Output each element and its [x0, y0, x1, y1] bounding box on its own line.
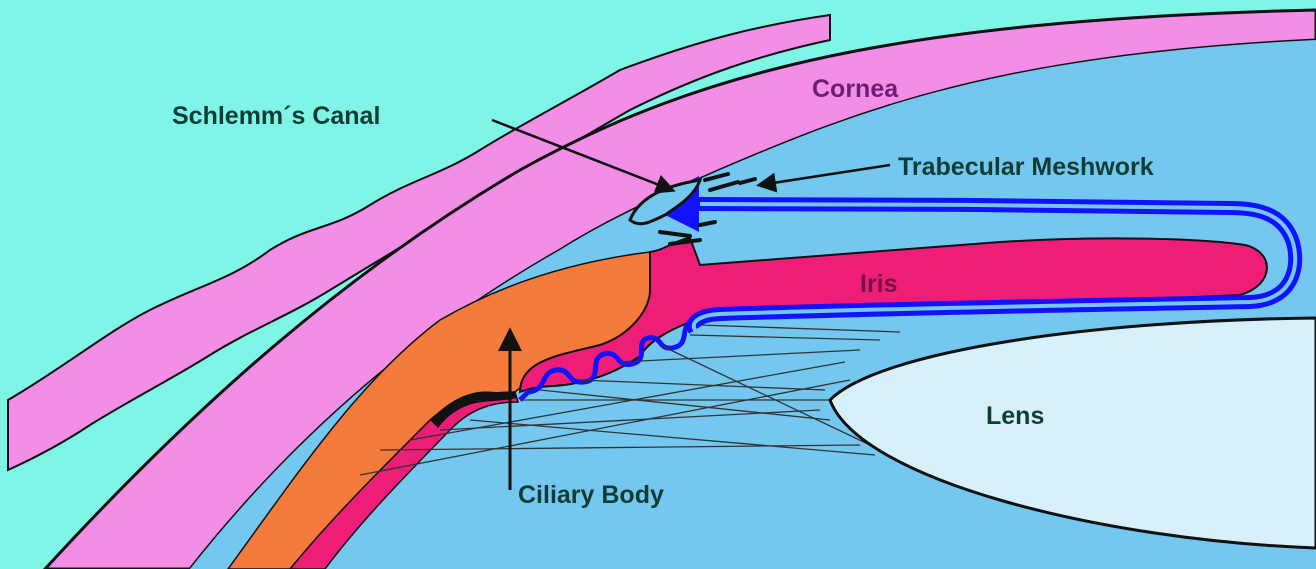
label-ciliary-body: Ciliary Body: [518, 481, 664, 509]
label-schlemms-canal: Schlemm´s Canal: [172, 102, 380, 130]
label-lens: Lens: [986, 402, 1044, 430]
label-iris: Iris: [860, 270, 898, 298]
label-cornea: Cornea: [812, 75, 899, 103]
label-trabecular-meshwork: Trabecular Meshwork: [898, 153, 1154, 181]
